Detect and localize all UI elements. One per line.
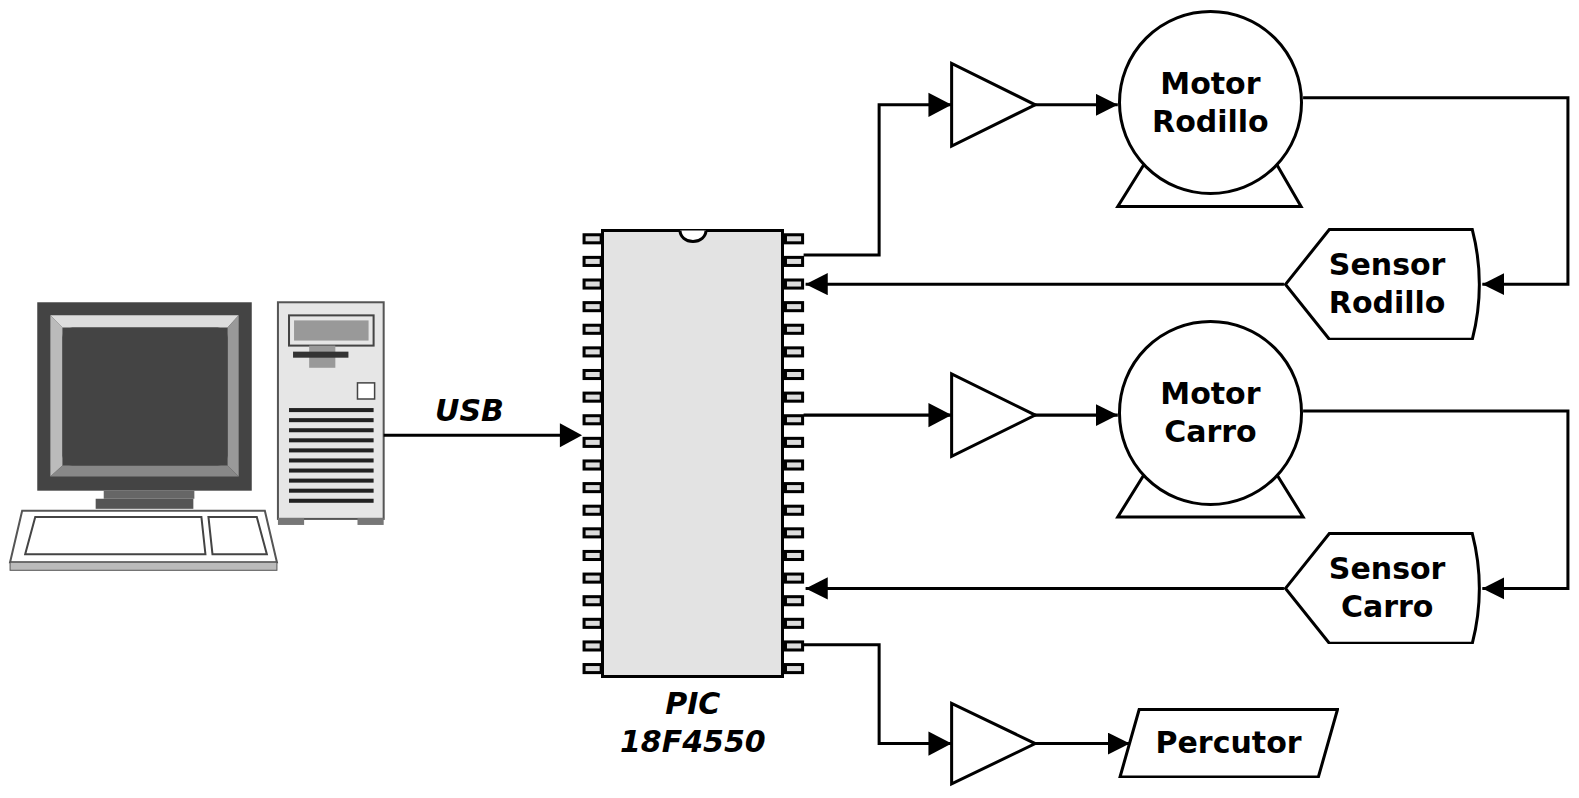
usb-wire [384, 434, 564, 437]
chip-pin [785, 619, 802, 627]
keyboard [10, 511, 277, 562]
chip-name: PIC 18F4550 [613, 685, 773, 761]
monitor-stand [96, 499, 194, 509]
monitor-stand [104, 491, 195, 499]
sensor-shape: Sensor Rodillo [1284, 228, 1482, 341]
chip-pin [584, 642, 601, 650]
chip-pin [584, 506, 601, 514]
sensor-shape: Sensor Carro [1284, 532, 1482, 645]
chip-pin [584, 257, 601, 265]
sensor-outline-outline [1285, 533, 1479, 643]
chip-pin [584, 597, 601, 605]
pc-tower [278, 302, 384, 519]
monitor-bevel [50, 315, 238, 327]
vent-lines [289, 408, 374, 503]
chip-pin [584, 529, 601, 537]
power-button [357, 383, 374, 399]
signal-connector [806, 587, 1284, 590]
chip-pin [584, 235, 601, 243]
monitor-bevel [228, 315, 239, 476]
monitor-bevel [50, 466, 238, 477]
sensor-outline [1284, 228, 1482, 341]
chip-pin [785, 551, 802, 559]
chip-pin [785, 529, 802, 537]
motor-circle: Motor Carro [1118, 320, 1303, 505]
chip-pin [785, 665, 802, 673]
node-label: Percutor [1156, 724, 1302, 762]
monitor-bezel [37, 302, 251, 490]
sensor-outline-outline [1285, 229, 1479, 339]
amplifier-input-arrow [928, 93, 951, 117]
chip-pin [584, 619, 601, 627]
chip-pin [785, 461, 802, 469]
chip-notch-outline [680, 230, 706, 241]
chip-pin [584, 461, 601, 469]
chip-pin [785, 438, 802, 446]
chip-caption-holder: PIC 18F4550 [598, 685, 788, 761]
chip-pin [785, 574, 802, 582]
chip-pin [584, 574, 601, 582]
chip-pin [584, 393, 601, 401]
keyboard-keys [25, 517, 205, 554]
motor-circle: Motor Rodillo [1118, 10, 1303, 195]
amplifier-input-arrow [928, 403, 951, 427]
keyboard-keys [208, 517, 266, 554]
tower-foot [357, 518, 383, 525]
parallelogram-outline-outline [1120, 709, 1338, 776]
chip-pin [785, 506, 802, 514]
chip-pin [785, 370, 802, 378]
chip-pin [584, 551, 601, 559]
chip-pin [785, 416, 802, 424]
actuator-box: Percutor [1118, 708, 1340, 778]
chip-pin [785, 280, 802, 288]
chip-notch [678, 229, 708, 243]
chip-pin [584, 325, 601, 333]
chip-pin [584, 438, 601, 446]
chip-pin [584, 484, 601, 492]
chip-pin [785, 484, 802, 492]
tower-foot [278, 518, 304, 525]
chip-pin [785, 235, 802, 243]
chip-pin [785, 642, 802, 650]
amplifier-symbol [952, 703, 1036, 784]
microcontroller-chip: PIC 18F4550 [601, 229, 784, 678]
usb-arrow-head [560, 423, 582, 447]
node-label: Motor Carro [1135, 375, 1286, 451]
sensor-outline [1284, 532, 1482, 645]
signal-connector [806, 283, 1284, 286]
signal-label: USB [435, 395, 504, 427]
chip-pin [584, 665, 601, 673]
amplifier-symbol [952, 374, 1036, 457]
floppy-slot [293, 352, 348, 358]
chip-pin [785, 303, 802, 311]
chip-pin [584, 303, 601, 311]
node-label: Sensor Carro [1317, 550, 1458, 626]
chip-pin [584, 348, 601, 356]
monitor-bevel [50, 315, 62, 476]
chip-pin [584, 370, 601, 378]
chip-pin [785, 597, 802, 605]
amplifier-input-arrow [928, 732, 951, 756]
amplifier-symbol [952, 63, 1036, 146]
chip-pin [785, 348, 802, 356]
chip-pin [785, 257, 802, 265]
node-label: Sensor Rodillo [1317, 246, 1458, 322]
computer-illustration [10, 302, 384, 570]
node-label: Motor Rodillo [1135, 65, 1286, 141]
drive-bay [289, 315, 374, 345]
chip-pin [584, 416, 601, 424]
drive-bay [294, 320, 369, 340]
keyboard-edge [10, 562, 277, 570]
chip-pin [785, 393, 802, 401]
chip-pin [584, 280, 601, 288]
monitor-screen [62, 327, 227, 465]
chip-pin [785, 325, 802, 333]
